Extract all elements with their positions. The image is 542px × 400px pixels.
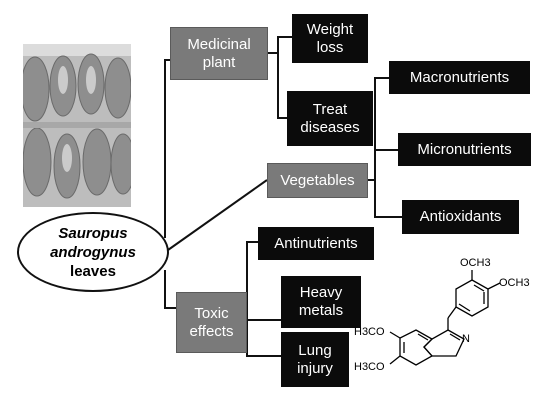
antinutrients-node: Antinutrients <box>258 227 374 260</box>
leaf-photo <box>23 44 131 207</box>
heavy-metals-node: Heavy metals <box>281 276 361 328</box>
macronutrients-node: Macronutrients <box>389 61 530 94</box>
vegetables-node: Vegetables <box>267 163 368 198</box>
methoxy-right-label: OCH3 <box>499 277 530 289</box>
center-line-2: androgynus <box>50 243 136 261</box>
toxic-effects-node: Toxic effects <box>176 292 247 353</box>
center-line-3: leaves <box>70 262 116 280</box>
methoxy-top-label: OCH3 <box>460 257 491 269</box>
nitrogen-label: N <box>462 333 470 345</box>
lung-injury-node: Lung injury <box>281 332 349 387</box>
methoxy-left-top-label: H3CO <box>354 326 385 338</box>
micronutrients-node: Micronutrients <box>398 133 531 166</box>
sauropus-androgynus-node: Sauropus androgynus leaves <box>17 212 169 292</box>
center-line-1: Sauropus <box>58 224 128 242</box>
weight-loss-node: Weight loss <box>292 14 368 63</box>
medicinal-plant-node: Medicinal plant <box>170 27 268 80</box>
antioxidants-node: Antioxidants <box>402 200 519 234</box>
papaverine-structure: OCH3 OCH3 H3CO H3CO N <box>354 257 530 373</box>
treat-diseases-node: Treat diseases <box>287 91 373 146</box>
methoxy-left-bottom-label: H3CO <box>354 361 385 373</box>
